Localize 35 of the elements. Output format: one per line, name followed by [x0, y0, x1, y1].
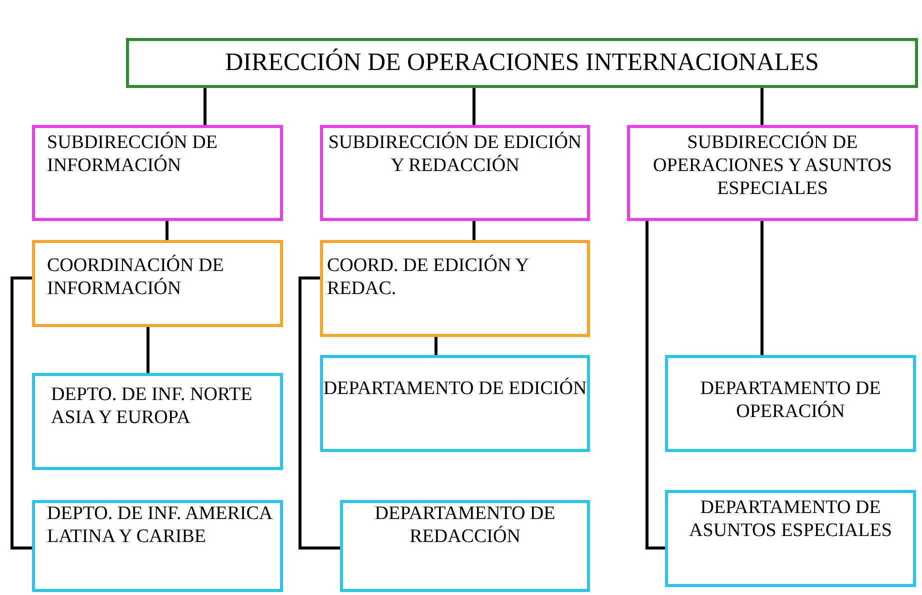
org-box [32, 373, 283, 470]
connector-line [146, 327, 150, 373]
unit-name: DEPTO. DE INF. NORTE ASIA Y EUROPA [51, 384, 254, 430]
connector-line [298, 276, 340, 550]
org-box [665, 355, 916, 452]
unit-name: SUBDIRECCIÓN DE OPERACIONES Y ASUNTOS ESPECIALES [652, 132, 893, 201]
org-box [32, 125, 283, 221]
unit-name: SUBDIRECCIÓN DE EDICIÓN Y REDACCIÓN [327, 132, 583, 178]
unit-name: DIRECCIÓN DE OPERACIONES INTERNACIONALES [225, 48, 819, 78]
org-box [320, 125, 590, 221]
connector-line [472, 221, 476, 240]
unit-name: DEPARTAMENTO DE EDICIÓN [323, 378, 587, 401]
connector-line [760, 88, 764, 125]
org-box [320, 355, 590, 452]
unit-name: COORDINACIÓN DE INFORMACIÓN [47, 255, 225, 301]
org-box [665, 490, 916, 587]
connector-line [10, 276, 32, 550]
connector-line [760, 221, 764, 355]
unit-name: DEPTO. DE INF. AMERICA LATINA Y CARIBE [47, 503, 274, 549]
unit-name: DEPARTAMENTO DE OPERACIÓN [699, 378, 882, 424]
unit-name: DEPARTAMENTO DE REDACCIÓN [374, 503, 556, 549]
connector-line [646, 221, 665, 550]
connector-line [166, 221, 168, 240]
unit-name: DEPARTAMENTO DE ASUNTOS ESPECIALES [688, 497, 893, 543]
unit-name: SUBDIRECCIÓN DE INFORMACIÓN [47, 132, 218, 178]
org-box [340, 500, 590, 592]
org-box [32, 240, 283, 327]
org-box [627, 125, 918, 221]
connector-line [434, 337, 438, 355]
unit-name: COORD. DE EDICIÓN Y REDAC. [327, 255, 530, 301]
connector-line [204, 88, 206, 125]
org-box [320, 240, 590, 337]
org-box [32, 500, 283, 592]
connector-line [472, 88, 476, 125]
org-box [126, 38, 918, 88]
